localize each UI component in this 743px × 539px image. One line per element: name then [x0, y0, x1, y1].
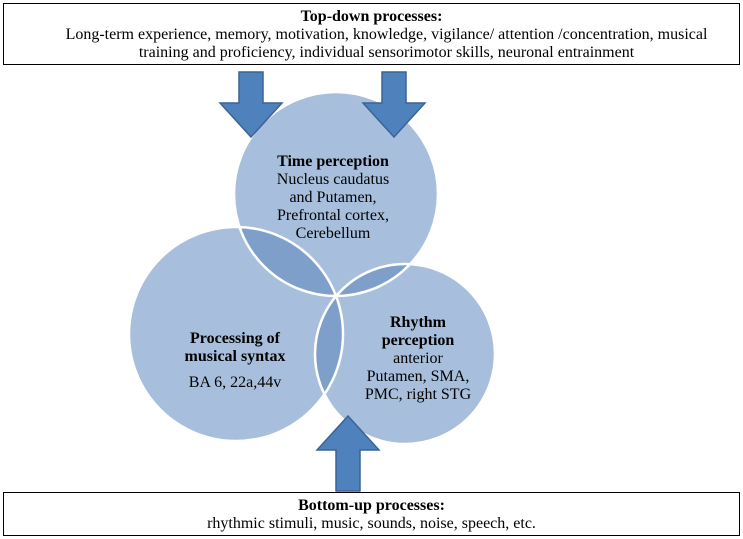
time-perception-title: Time perception: [277, 153, 389, 170]
rhythm-perception-line-1: anterior: [393, 350, 443, 367]
arrow-down-right: [361, 71, 427, 139]
rhythm-perception-line-2: Putamen, SMA,: [366, 368, 470, 385]
rhythm-perception-title-2: perception: [381, 332, 455, 349]
top-down-title: Top-down processes:: [300, 8, 443, 25]
arrow-up-bottom: [315, 414, 381, 492]
arrow-down-left: [218, 71, 284, 139]
top-down-line-1: Long-term experience, memory, motivation…: [65, 26, 708, 43]
circle-rhythm-perception: [315, 264, 495, 444]
musical-syntax-label: Processing of musical syntax BA 6, 22a,4…: [155, 330, 315, 392]
musical-syntax-title-2: musical syntax: [184, 348, 286, 365]
top-down-line-2: training and proficiency, individual sen…: [138, 44, 635, 61]
bottom-up-text: rhythmic stimuli, music, sounds, noise, …: [207, 515, 536, 532]
time-perception-label: Time perception Nucleus caudatus and Put…: [255, 153, 411, 243]
musical-syntax-body: BA 6, 22a,44v: [188, 374, 282, 391]
time-perception-line-4: Cerebellum: [295, 225, 371, 242]
rhythm-perception-label: Rhythm perception anterior Putamen, SMA,…: [358, 314, 478, 404]
time-perception-line-2: and Putamen,: [289, 189, 377, 206]
bottom-up-title: Bottom-up processes:: [298, 497, 445, 514]
bottom-up-box: Bottom-up processes: rhythmic stimuli, m…: [3, 492, 740, 536]
rhythm-perception-title-1: Rhythm: [389, 314, 446, 331]
musical-syntax-title-1: Processing of: [190, 330, 280, 347]
time-perception-line-3: Prefrontal cortex,: [277, 207, 389, 224]
top-down-box: Top-down processes: Long-term experience…: [3, 3, 740, 65]
overlap-time-syntax: [234, 227, 343, 296]
time-perception-line-1: Nucleus caudatus: [276, 171, 390, 188]
rhythm-perception-line-3: PMC, right STG: [364, 386, 472, 403]
